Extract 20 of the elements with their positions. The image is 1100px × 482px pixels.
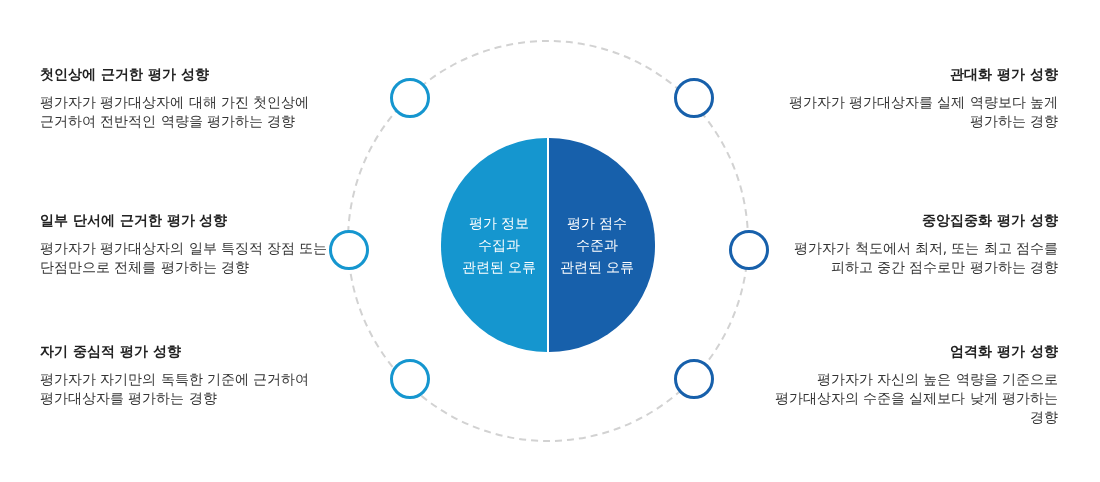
ring-marker	[674, 78, 714, 118]
tendency-description: 평가자가 자기만의 독특한 기준에 근거하여 평가대상자를 평가하는 경향	[40, 370, 311, 408]
tendency-description: 평가자가 평가대상자에 대해 가진 첫인상에 근거하여 전반적인 역량을 평가하는 경향	[40, 93, 311, 131]
tendency-heading: 첫인상에 근거한 평가 성향	[40, 66, 210, 84]
tendency-heading: 엄격화 평가 성향	[949, 343, 1058, 361]
tendency-heading: 중앙집중화 평가 성향	[921, 212, 1058, 230]
tendency-description: 평가자가 자신의 높은 역량을 기준으로 평가대상자의 수준을 실제보다 낮게 평가하는 경향	[773, 370, 1058, 427]
tendency-description: 평가자가 척도에서 최저, 또는 최고 점수를 피하고 중간 점수로만 평가하는 경향	[793, 239, 1058, 277]
tendency-heading: 관대화 평가 성향	[949, 66, 1058, 84]
tendency-description: 평가자가 평가대상자를 실제 역량보다 높게 평가하는 경향	[787, 93, 1058, 131]
tendency-heading: 자기 중심적 평가 성향	[40, 343, 182, 361]
ring-marker	[674, 359, 714, 399]
tendency-heading: 일부 단서에 근거한 평가 성향	[40, 212, 229, 230]
ring-marker	[390, 359, 430, 399]
category-label: 평가 정보 수집과 관련된 오류	[460, 214, 538, 277]
ring-marker	[329, 230, 369, 270]
category-label: 평가 점수 수준과 관련된 오류	[558, 214, 636, 277]
ring-marker	[729, 230, 769, 270]
tendency-description: 평가자가 평가대상자의 일부 특징적 장점 또는 단점만으로 전체를 평가하는 경향	[40, 239, 329, 277]
ring-marker	[390, 78, 430, 118]
